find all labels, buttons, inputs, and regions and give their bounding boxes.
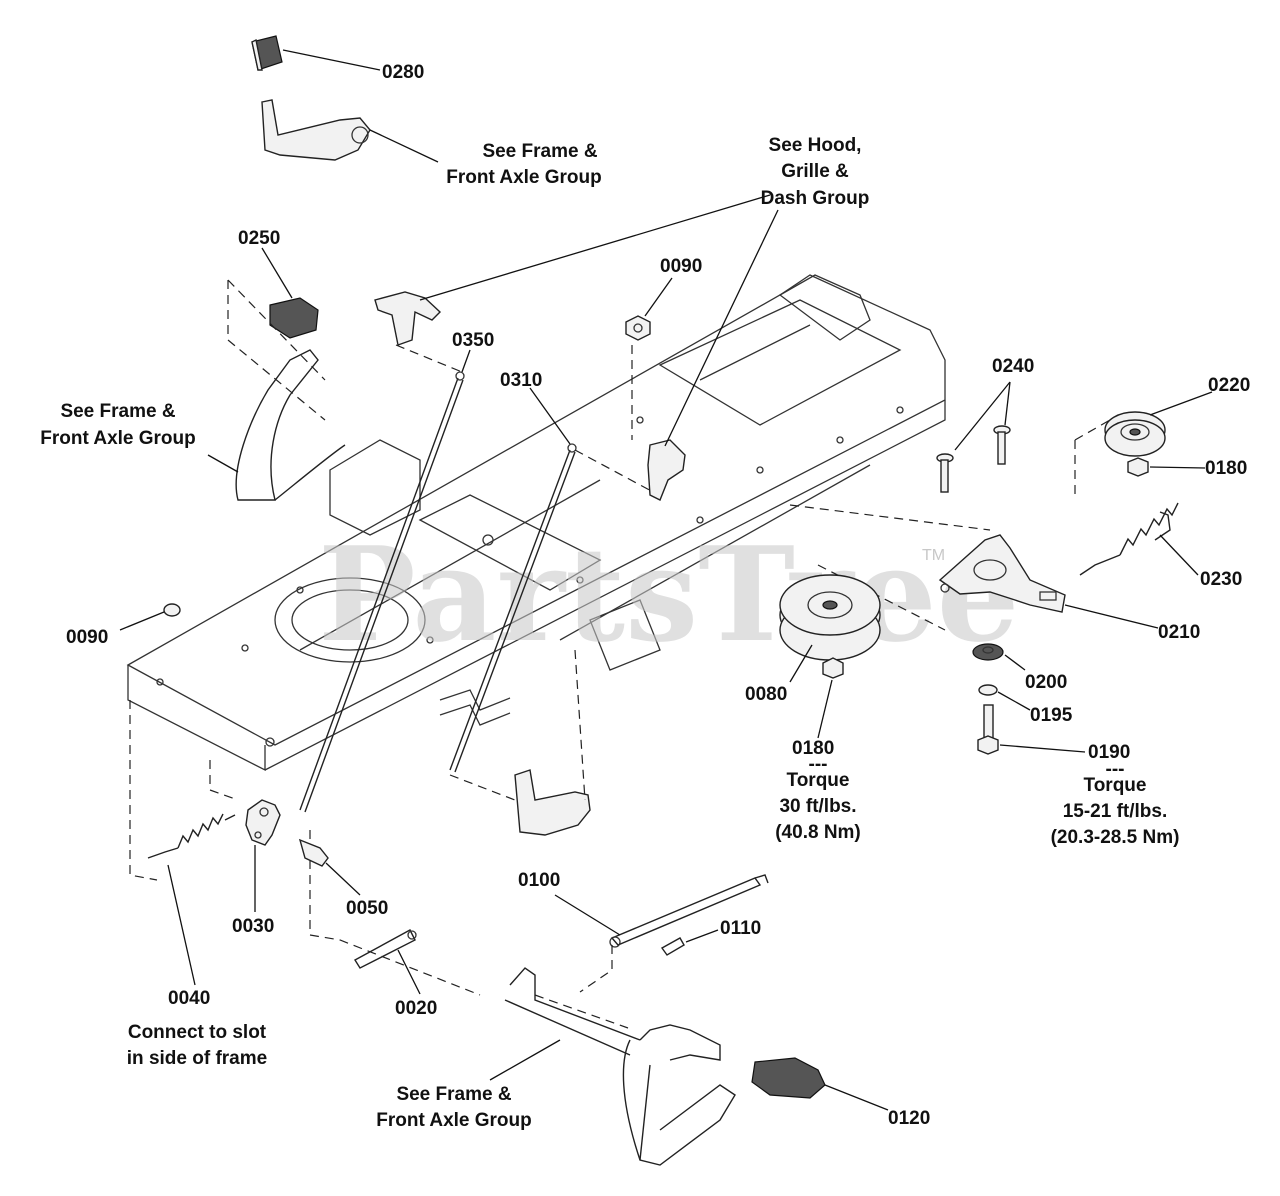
label-0050: 0050 [346, 898, 388, 919]
ref-frame-axle-left-line1: See Frame & [60, 401, 175, 422]
ref-frame-axle-top-line1: See Frame & [482, 141, 597, 162]
watermark: PartsTree TM [318, 518, 1019, 671]
label-0180-right: 0180 [1205, 458, 1247, 479]
part-0090-nut-left [119, 603, 181, 631]
part-0250-pedal-pad [227, 247, 326, 421]
ref-frame-axle-top-line2: Front Axle Group [446, 167, 602, 188]
label-0080: 0080 [745, 684, 787, 705]
part-0195-washer [978, 684, 1031, 711]
ref-hood-line3: Dash Group [761, 188, 870, 209]
label-0210: 0210 [1158, 622, 1200, 643]
torque-0190-label: Torque [1084, 775, 1147, 796]
torque-0190-value: 15-21 ft/lbs. [1063, 801, 1168, 822]
part-0090-nut-top [625, 277, 673, 440]
label-0020: 0020 [395, 998, 437, 1019]
part-0030-bracket [245, 799, 281, 912]
label-0230: 0230 [1200, 569, 1242, 590]
torque-0190-sep: --- [1106, 759, 1125, 780]
part-0020-crank [354, 929, 421, 995]
part-0110-clip [660, 929, 719, 956]
label-0310: 0310 [500, 370, 542, 391]
part-0230-spring [1079, 502, 1199, 576]
part-0040-spring [147, 813, 236, 986]
torque-0180-metric: (40.8 Nm) [775, 822, 861, 843]
watermark-tm: TM [922, 547, 945, 564]
part-0080-pulley [779, 574, 881, 683]
part-0310-rod [449, 387, 656, 773]
label-0280: 0280 [382, 62, 424, 83]
label-0350: 0350 [452, 330, 494, 351]
watermark-text: PartsTree [318, 518, 1019, 671]
part-0240-bolts [936, 381, 1011, 493]
label-0100: 0100 [518, 870, 560, 891]
part-0120-grip [751, 1057, 889, 1111]
hood-lever-upper [374, 194, 771, 346]
ref-frame-axle-bottom-line1: See Frame & [396, 1084, 511, 1105]
torque-0190-metric: (20.3-28.5 Nm) [1051, 827, 1180, 848]
label-0030: 0030 [232, 916, 274, 937]
label-0090-top: 0090 [660, 256, 702, 277]
ref-hood-line2: Grille & [781, 161, 849, 182]
label-0190: 0190 [1088, 742, 1130, 763]
part-0050-bolt [298, 838, 361, 896]
connect-note-line2: in side of frame [127, 1048, 267, 1069]
label-0120: 0120 [888, 1108, 930, 1129]
part-0220-pulley [1074, 391, 1213, 500]
torque-0180-label: Torque [787, 770, 850, 791]
ref-hood-line1: See Hood, [769, 135, 862, 156]
part-0350-rod [299, 344, 471, 813]
connect-note-line1: Connect to slot [128, 1022, 267, 1043]
hood-lever-right [647, 209, 779, 501]
brake-arm [261, 99, 439, 163]
part-0100-rod [554, 874, 769, 993]
label-0250: 0250 [238, 228, 280, 249]
label-0195: 0195 [1030, 705, 1073, 726]
part-0180-nut-right [1127, 457, 1206, 477]
label-0220: 0220 [1208, 375, 1250, 396]
label-0180-bottom: 0180 [792, 738, 834, 759]
part-0280-pedal-pad [251, 35, 381, 71]
label-0110: 0110 [720, 918, 761, 939]
label-0200: 0200 [1025, 672, 1067, 693]
tractor-frame [126, 274, 946, 772]
ref-frame-axle-left-line2: Front Axle Group [40, 428, 196, 449]
lower-bracket [449, 649, 591, 836]
pedal-assembly [489, 967, 736, 1166]
torque-0180-value: 30 ft/lbs. [779, 796, 856, 817]
ref-frame-axle-bottom-line2: Front Axle Group [376, 1110, 532, 1131]
label-0040: 0040 [168, 988, 210, 1009]
part-0180-nut-bottom [817, 657, 844, 739]
label-0090-left: 0090 [66, 627, 108, 648]
torque-0180-sep: --- [809, 754, 828, 775]
part-0200-spacer [972, 643, 1026, 671]
left-pedal-arm [207, 349, 346, 501]
part-0190-bolt [977, 704, 1086, 755]
label-0240: 0240 [992, 356, 1034, 377]
